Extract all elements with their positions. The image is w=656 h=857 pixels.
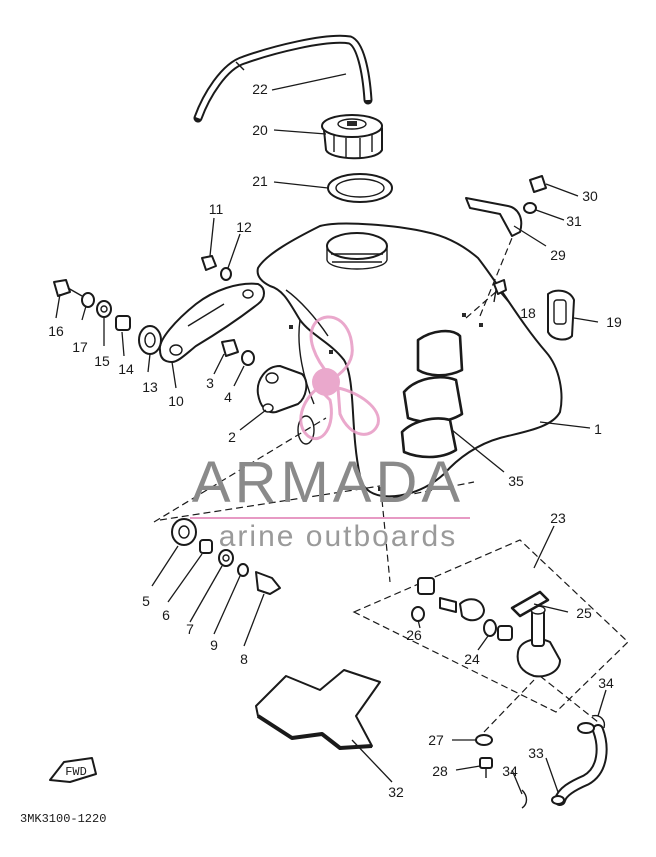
part-fuel-cap: [321, 114, 383, 160]
part-clip-19: [547, 289, 575, 341]
part-grommet-5: [171, 518, 197, 546]
callout-18: 18: [520, 305, 536, 321]
part-fuel-hose-33: [551, 722, 608, 806]
callout-27: 27: [428, 732, 444, 748]
callout-22: 22: [252, 81, 268, 97]
fwd-arrow-icon: FWD: [49, 757, 97, 783]
fwd-label: FWD: [65, 765, 87, 779]
callout-10: 10: [168, 393, 184, 409]
leader-lines: [55, 73, 607, 795]
callout-16: 16: [48, 323, 64, 339]
part-drain-bolt-28: [479, 757, 493, 778]
callout-23: 23: [550, 510, 566, 526]
callout-6: 6: [162, 607, 170, 623]
callout-35: 35: [508, 473, 524, 489]
part-washer-27: [475, 734, 493, 746]
watermark-brand: ARMADA: [192, 450, 464, 515]
part-bolt-30: [529, 175, 547, 193]
callout-12: 12: [236, 219, 252, 235]
part-clip-34: [521, 714, 606, 809]
callout-34-upper: 34: [598, 675, 614, 691]
callout-8: 8: [240, 651, 248, 667]
callout-24: 24: [464, 651, 480, 667]
callout-11: 11: [209, 201, 224, 217]
callout-2: 2: [228, 429, 236, 445]
watermark-tagline: arine outboards: [219, 520, 457, 553]
watermark: ARMADA arine outboards: [190, 315, 470, 553]
part-fuel-tank: [256, 222, 563, 498]
callout-4: 4: [224, 389, 232, 405]
diagram-code: 3MK3100-1220: [20, 812, 106, 826]
callout-9: 9: [210, 637, 218, 653]
part-washer-7: [218, 549, 234, 567]
callout-7: 7: [186, 621, 194, 637]
callout-20: 20: [252, 122, 268, 138]
callout-19: 19: [606, 314, 622, 330]
reference-lines: [153, 237, 599, 733]
part-bolt-16: [53, 279, 83, 297]
callout-32: 32: [388, 784, 404, 800]
callout-17: 17: [72, 339, 88, 355]
part-grommet-13: [138, 325, 162, 355]
callout-13: 13: [142, 379, 158, 395]
part-bolt-3: [221, 339, 239, 357]
part-washer-4: [241, 350, 255, 366]
part-collar-6: [199, 539, 213, 554]
part-washer-17: [81, 292, 95, 308]
propeller-logo-icon: [299, 315, 380, 440]
part-fuel-cock-assembly: [352, 539, 629, 713]
part-screw-18: [493, 279, 507, 303]
callout-31: 31: [566, 213, 582, 229]
callout-3: 3: [206, 375, 214, 391]
callout-numbers: 22 20 21 11 12 16 17 15 14 13 10 3 4 2 1…: [48, 81, 622, 800]
part-bolt-8: [255, 571, 281, 595]
part-washer-9: [237, 563, 249, 577]
callout-21: 21: [252, 173, 268, 189]
callout-1: 1: [594, 421, 602, 437]
part-bracket-2: [256, 365, 308, 414]
part-bolt-11: [201, 255, 217, 271]
callout-30: 30: [582, 188, 598, 204]
callout-29: 29: [550, 247, 566, 263]
part-washer-15: [96, 300, 112, 318]
part-damper-pads: [400, 329, 464, 459]
callout-26: 26: [406, 627, 422, 643]
callout-33: 33: [528, 745, 544, 761]
part-cap-gasket: [327, 173, 393, 203]
part-vent-hose: [193, 34, 373, 123]
part-lever-26: [411, 577, 485, 622]
part-oring-24: [483, 619, 513, 641]
part-collar-14: [115, 315, 131, 331]
callout-25: 25: [576, 605, 592, 621]
callout-14: 14: [118, 361, 134, 377]
callout-34-lower: 34: [502, 763, 518, 779]
part-washer-31: [523, 202, 537, 214]
part-seat-pad-32: [255, 669, 381, 750]
part-bracket-29: [465, 197, 523, 237]
part-washer-12: [220, 267, 232, 281]
callout-28: 28: [432, 763, 448, 779]
callout-5: 5: [142, 593, 150, 609]
callout-15: 15: [94, 353, 110, 369]
